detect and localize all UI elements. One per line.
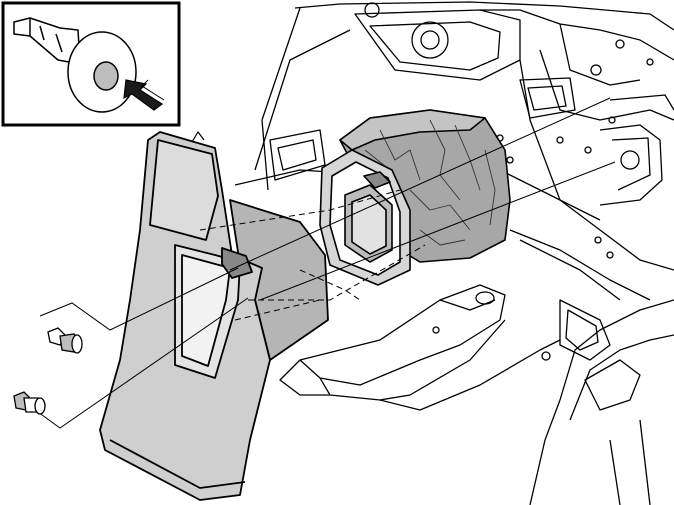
push-clip-upper: [47, 327, 83, 354]
push-in-fastener-detail-icon: [1, 1, 181, 127]
trim-panel: [99, 131, 329, 501]
heater-housing: [319, 109, 511, 286]
insertion-arrow-icon: [123, 79, 165, 111]
leader-lines: [37, 97, 616, 429]
body-structure: [234, 1, 674, 505]
push-clip-lower: [13, 391, 46, 415]
